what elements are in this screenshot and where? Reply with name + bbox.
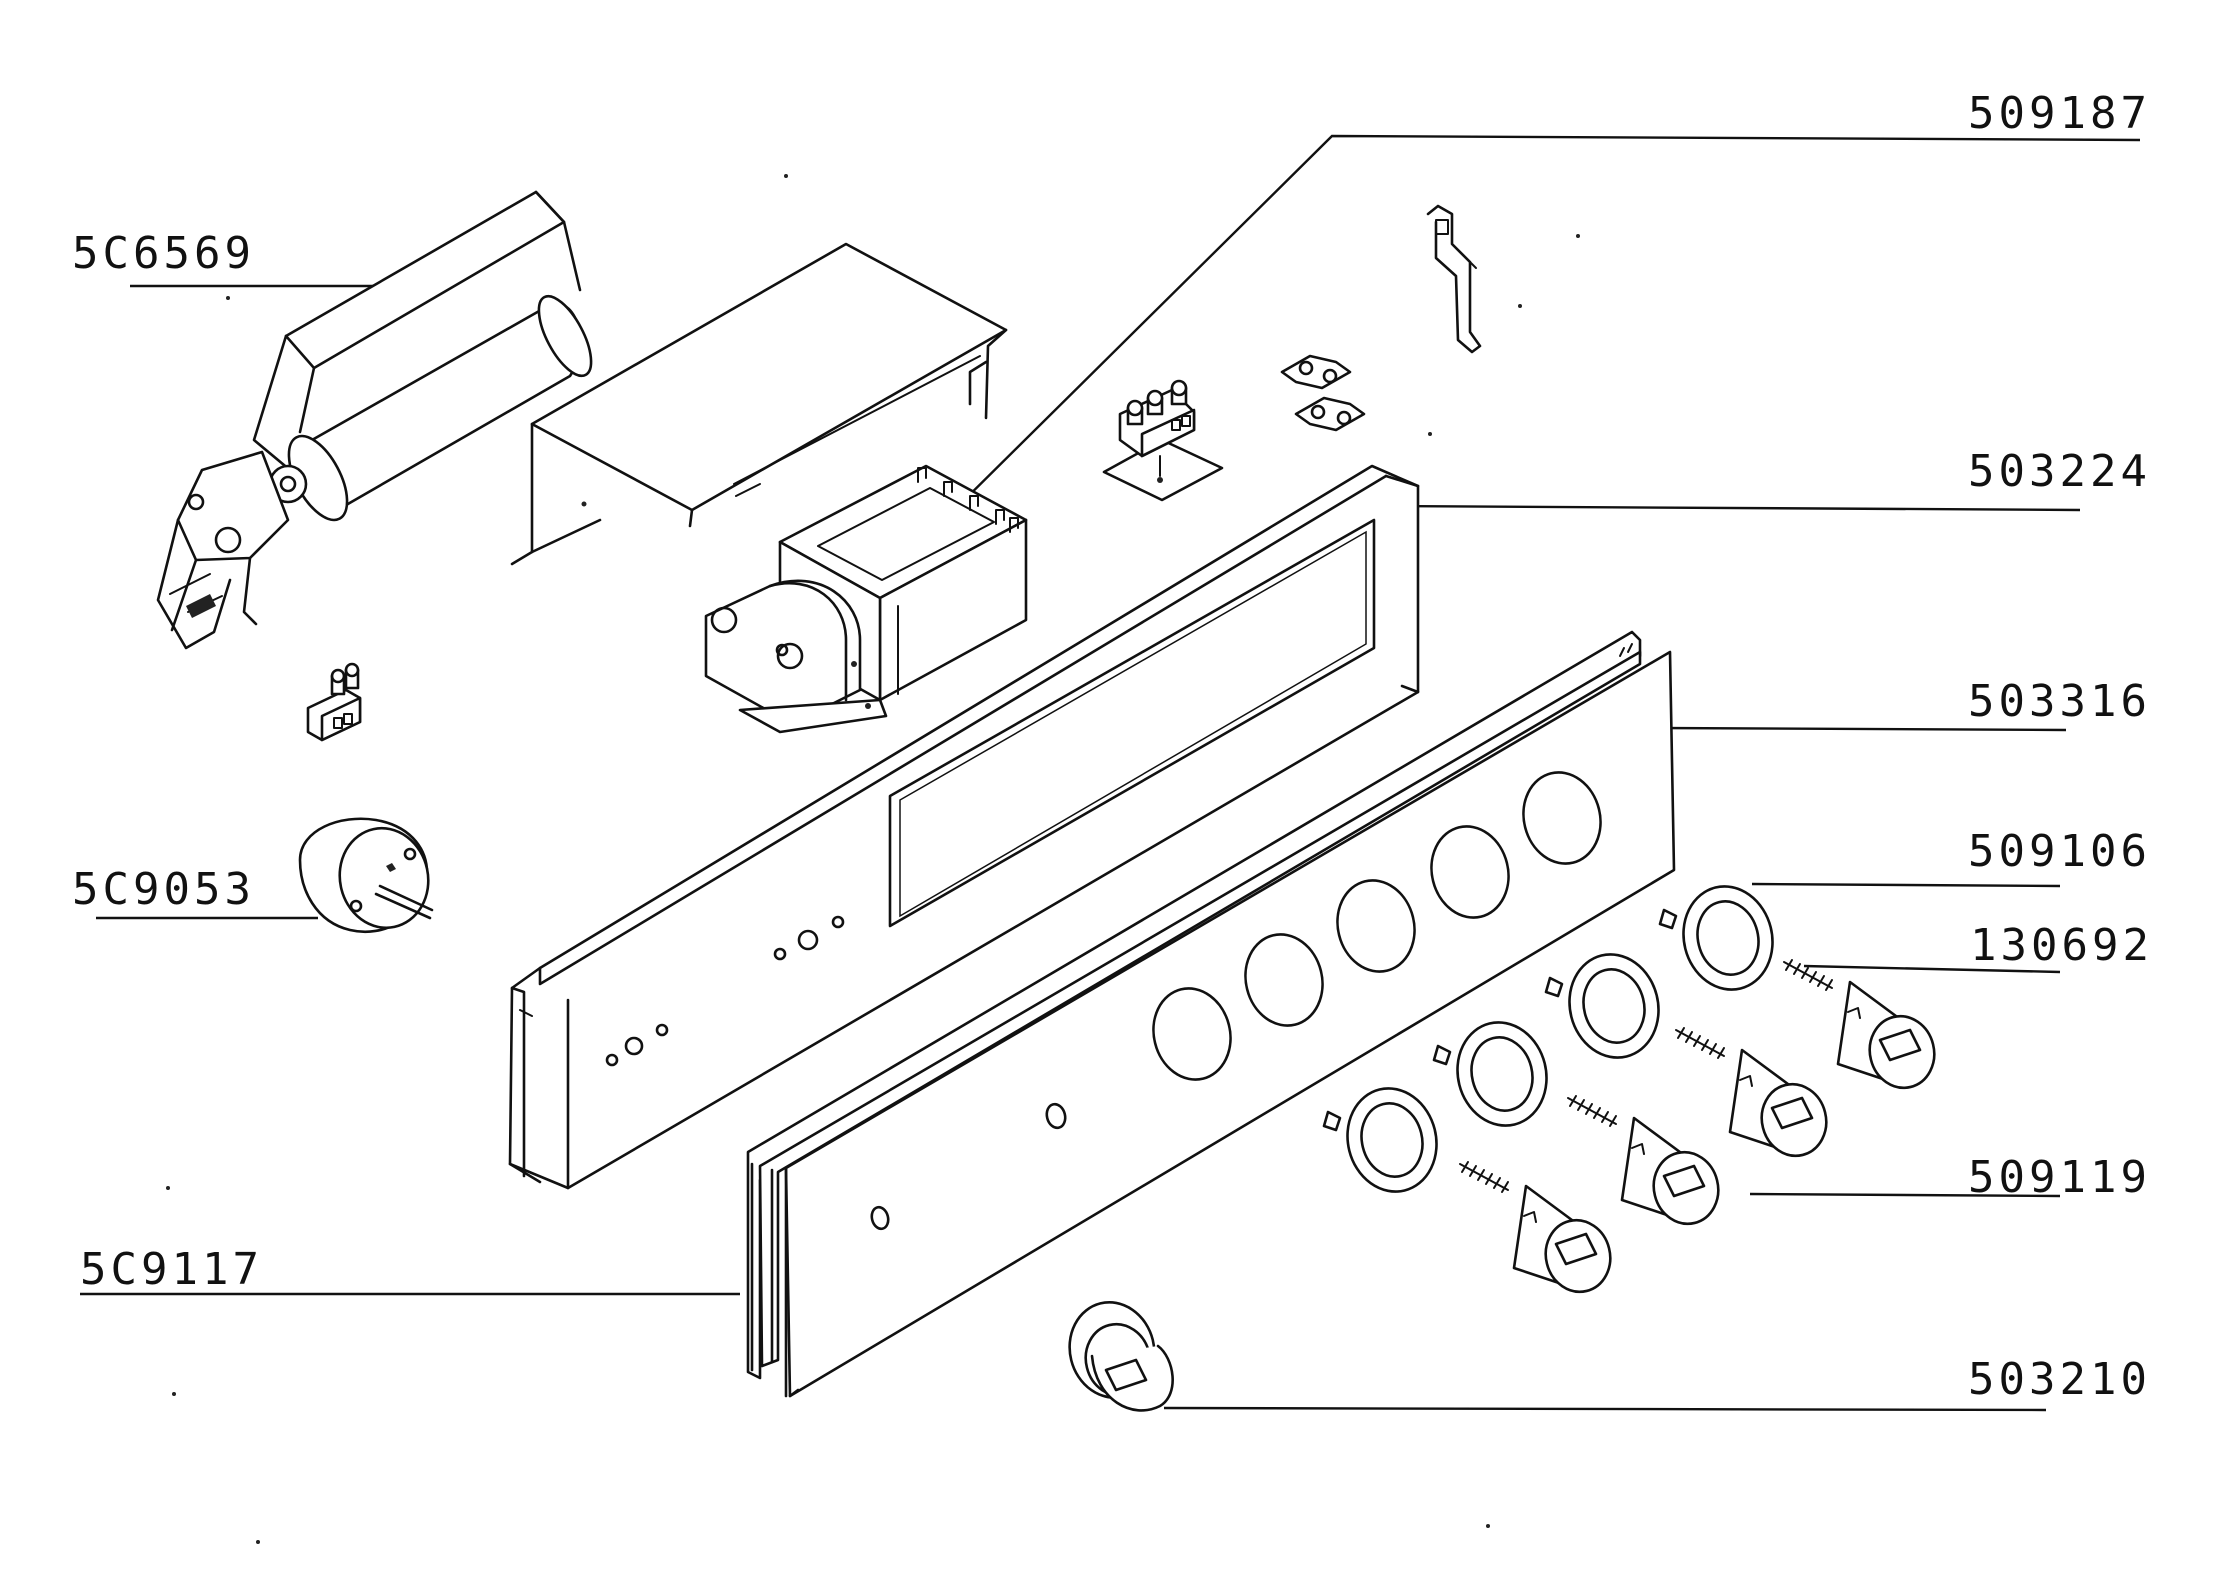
terminal-block-drawing [1102,379,1224,502]
leader-line-509106 [1751,882,2061,888]
label-506569: 5C6569 [72,228,410,288]
label-503316: 503316 [1655,676,2151,732]
cover-plate-drawing [510,242,1008,566]
control-knob [1512,1184,1612,1294]
label-130692: 130692 [1803,920,2153,974]
part-number-503224: 503224 [1968,446,2151,497]
bezel-ring [1658,885,1774,991]
label-509053: 5C9053 [72,864,318,920]
small-knob-drawing [1068,1301,1174,1412]
timer-drawing [298,817,434,933]
front-control-panel-drawing [784,650,1676,1398]
part-number-509117: 5C9117 [80,1244,263,1295]
bezel-ring [1432,1021,1548,1127]
motor-assembly-drawing [156,190,593,650]
part-number-509187: 509187 [1968,88,2151,139]
control-knob [1620,1116,1720,1226]
part-number-509053: 5C9053 [72,864,255,915]
inner-frame-panel-drawing [508,464,1420,1190]
leader-line-503316 [1655,726,2067,732]
label-509106: 509106 [1751,826,2151,888]
spring [1567,1095,1617,1127]
label-509117: 5C9117 [80,1244,740,1296]
leader-line-509187 [931,134,2141,533]
label-503210: 503210 [1163,1354,2151,1412]
spring [1459,1161,1509,1193]
bezel-ring [1322,1087,1438,1193]
label-509187: 509187 [931,88,2151,533]
transformer-drawing [704,464,1028,734]
cable-clips-drawing [1280,354,1366,432]
control-knob [1728,1048,1828,1158]
springs-drawing [1459,959,1833,1193]
small-terminal-block-drawing [306,662,362,742]
leader-line-130692 [1803,964,2061,974]
label-509119: 509119 [1749,1152,2147,1203]
control-knobs-drawing [1512,980,1936,1294]
part-number-130692: 130692 [1970,920,2153,971]
gasket-frame-drawing [746,630,1642,1380]
bezel-rings-drawing [1322,885,1774,1193]
part-number-509106: 509106 [1968,826,2151,877]
spring [1783,959,1833,991]
part-number-503316: 503316 [1968,676,2151,727]
part-number-506569: 5C6569 [72,228,255,279]
control-knob [1836,980,1936,1090]
leader-line-503210 [1163,1406,2047,1412]
bezel-ring [1544,953,1660,1059]
spring [1675,1027,1725,1059]
mounting-bracket-drawing [1426,204,1482,354]
leader-line-509119 [1749,1192,2061,1198]
scan-specks [166,174,1580,1544]
leader-line-503224 [1389,504,2081,512]
part-number-503210: 503210 [1968,1354,2151,1405]
label-503224: 503224 [1389,446,2151,512]
panel-knob-holes [1152,771,1602,1081]
